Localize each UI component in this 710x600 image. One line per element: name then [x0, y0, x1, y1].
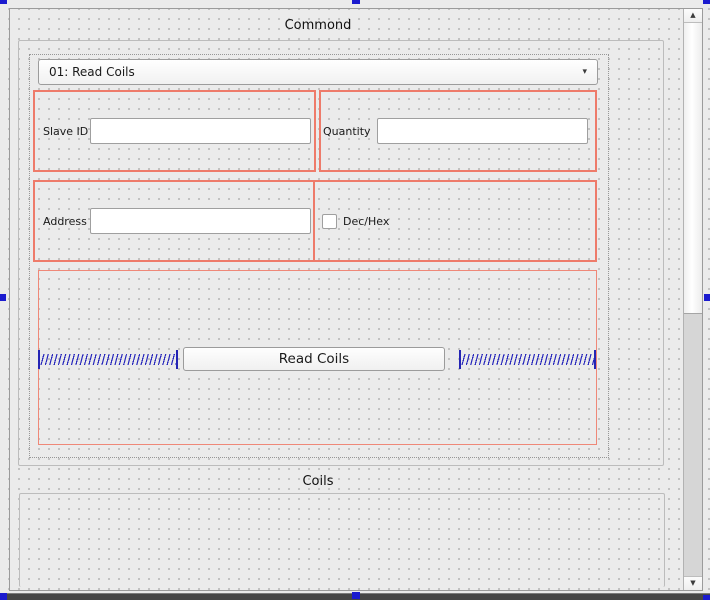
resize-handle-bottom-middle[interactable]: [352, 592, 360, 599]
command-groupbox-title: Commond: [284, 18, 352, 33]
layout-cell-slave-id: Slave ID: [33, 90, 316, 172]
horizontal-spacer-right[interactable]: [459, 350, 596, 369]
resize-handle-bottom-left[interactable]: [0, 593, 7, 600]
address-input[interactable]: [90, 208, 311, 234]
resize-handle-middle-right[interactable]: [704, 294, 710, 301]
scroll-up-button[interactable]: ▲: [684, 9, 702, 23]
arrow-down-icon: ▼: [690, 579, 696, 587]
form-window-frame: [9, 8, 703, 591]
quantity-input[interactable]: [377, 118, 588, 144]
read-coils-button[interactable]: Read Coils: [183, 347, 445, 371]
scrollbar-thumb[interactable]: [684, 23, 702, 314]
layout-cell-dechex: Dec/Hex: [315, 182, 595, 260]
dec-hex-label: Dec/Hex: [343, 214, 390, 228]
layout-row-slave-quantity: Slave ID Quantity: [33, 90, 597, 172]
layout-extent-outline: [29, 54, 609, 458]
resize-handle-bottom-right[interactable]: [703, 595, 710, 600]
coils-groupbox-title: Coils: [302, 474, 334, 489]
address-label: Address: [43, 214, 87, 228]
chevron-down-icon: ▾: [582, 66, 587, 77]
function-selector-combobox[interactable]: 01: Read Coils ▾: [38, 59, 598, 85]
resize-handle-top-middle[interactable]: [352, 0, 360, 4]
dec-hex-checkbox[interactable]: [322, 213, 337, 229]
layout-cell-quantity: Quantity: [319, 90, 597, 172]
vertical-scrollbar[interactable]: ▲ ▼: [683, 9, 702, 590]
coils-groupbox: [19, 493, 665, 587]
slave-id-input[interactable]: [90, 118, 311, 144]
arrow-up-icon: ▲: [690, 11, 696, 19]
layout-cell-address: Address: [35, 182, 315, 260]
quantity-label: Quantity: [323, 124, 371, 138]
layout-row-address-dechex: Address Dec/Hex: [33, 180, 597, 262]
resize-handle-top-right[interactable]: [703, 0, 710, 4]
scroll-down-button[interactable]: ▼: [684, 576, 702, 590]
command-groupbox: [18, 40, 664, 466]
resize-handle-middle-left[interactable]: [0, 294, 6, 301]
resize-handle-top-left[interactable]: [0, 0, 7, 4]
scrollbar-track[interactable]: [684, 314, 702, 576]
slave-id-label: Slave ID: [43, 124, 89, 138]
combobox-selected-text: 01: Read Coils: [49, 65, 135, 79]
horizontal-spacer-left[interactable]: [38, 350, 178, 369]
